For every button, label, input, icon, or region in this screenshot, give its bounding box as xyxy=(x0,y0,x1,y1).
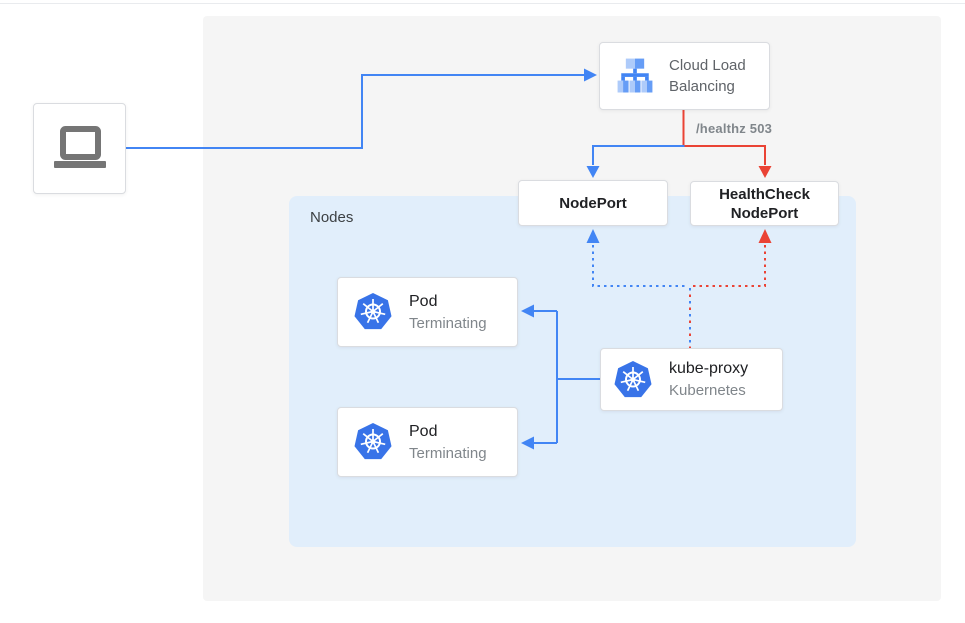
top-divider xyxy=(0,3,965,4)
pod2-box: Pod Terminating xyxy=(337,407,518,477)
load-balancer-icon xyxy=(617,58,653,93)
client-box xyxy=(33,103,126,194)
pod2-title: Pod xyxy=(409,422,438,440)
kube-proxy-title: kube-proxy xyxy=(669,360,749,377)
healthz-annotation: /healthz 503 xyxy=(696,121,773,136)
kubernetes-icon xyxy=(354,423,392,460)
nodeport-box: NodePort xyxy=(518,180,668,226)
kubernetes-icon xyxy=(614,360,652,397)
pod2-subtitle: Terminating xyxy=(409,444,487,462)
pod1-subtitle: Terminating xyxy=(409,314,487,332)
kubernetes-icon xyxy=(354,293,392,330)
kube-proxy-subtitle: Kubernetes xyxy=(669,382,746,399)
pod1-title: Pod xyxy=(409,292,438,310)
kube-proxy-box: kube-proxy Kubernetes xyxy=(600,348,783,411)
nodes-label: Nodes xyxy=(310,209,354,226)
healthcheck-nodeport-label: HealthCheck NodePort xyxy=(719,185,810,222)
laptop-icon xyxy=(53,125,106,168)
pod1-box: Pod Terminating xyxy=(337,277,518,347)
nodeport-label: NodePort xyxy=(559,194,627,212)
healthcheck-nodeport-box: HealthCheck NodePort xyxy=(690,181,839,226)
cloud-load-balancing-label: Cloud Load Balancing xyxy=(669,57,746,95)
cloud-load-balancing-box: Cloud Load Balancing xyxy=(599,42,770,110)
